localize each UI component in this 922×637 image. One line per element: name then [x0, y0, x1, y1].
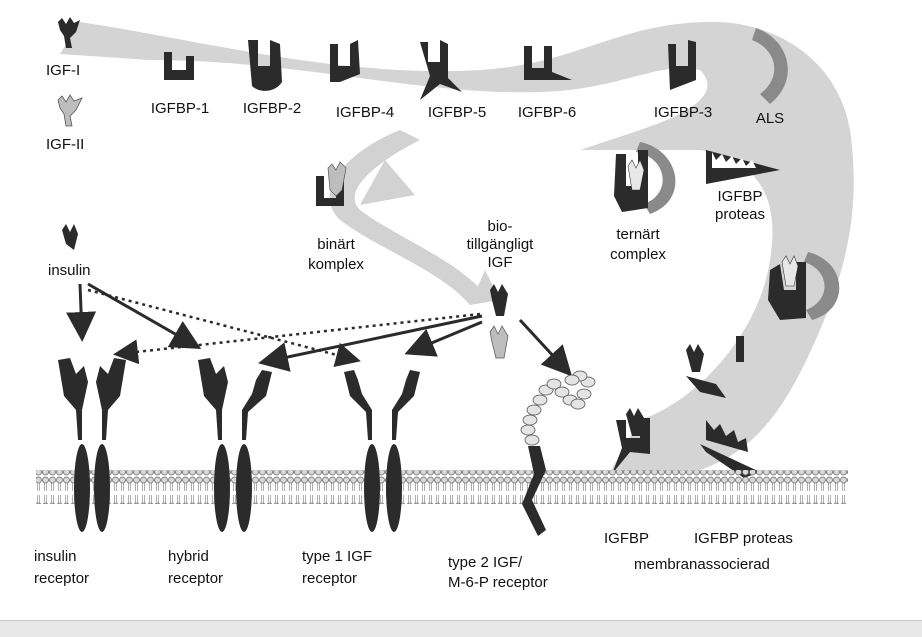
label-hybrid-receptor-2: receptor — [168, 570, 224, 587]
cell-membrane — [36, 470, 848, 504]
type2-igf-receptor-icon — [520, 370, 596, 536]
label-bioavailable-1: bio- — [487, 218, 513, 235]
label-insulin: insulin — [48, 262, 91, 279]
label-protease-1: IGFBP — [717, 188, 763, 205]
label-ternary-complex-1: ternärt — [616, 226, 660, 243]
label-igfbp2: IGFBP-2 — [242, 100, 302, 117]
label-igfbp1: IGFBP-1 — [150, 100, 210, 117]
label-igf2: IGF-II — [46, 136, 85, 153]
insulin-icon — [62, 224, 78, 250]
igfbp-protease-icon — [706, 150, 780, 184]
bioavailable-igf1-icon — [490, 284, 508, 316]
igf2-molecule-icon — [57, 94, 83, 127]
ternary-complex-icon — [614, 142, 676, 214]
igf-system-diagram — [36, 17, 854, 536]
label-hybrid-receptor-1: hybrid — [168, 548, 209, 565]
label-igfbp6: IGFBP-6 — [517, 104, 577, 121]
igfbp4-icon — [330, 40, 360, 82]
hybrid-receptor-icon — [198, 358, 272, 532]
bioavailable-igf2-icon — [489, 325, 509, 359]
diagram-canvas: IGF-I IGF-II IGFBP-1 IGFBP-2 IGFBP-4 IGF… — [34, 17, 854, 591]
insulin-receptor-icon — [58, 358, 126, 532]
weak-binding-arrows — [87, 288, 481, 368]
igfbp6-icon — [524, 46, 572, 80]
label-ternary-complex-2: complex — [610, 246, 666, 263]
membrane-protease-icon — [700, 420, 760, 478]
bottom-bar — [0, 620, 922, 637]
label-protease-2: proteas — [714, 206, 766, 223]
label-insulin-receptor-1: insulin — [34, 548, 77, 565]
binary-complex-icon — [316, 161, 347, 206]
igf1-molecule-icon — [58, 17, 80, 48]
igfbp1-icon — [164, 52, 194, 80]
label-membrane-associated: membranassocierad — [634, 556, 770, 573]
label-type2-receptor-2: M-6-P receptor — [448, 574, 548, 591]
cleaving-complex-icon — [768, 252, 840, 320]
label-igfbp5: IGFBP-5 — [427, 104, 487, 121]
label-membrane-proteas: IGFBP proteas — [694, 530, 793, 547]
binding-arrows — [66, 282, 573, 377]
igfbp-fragments-icon — [686, 336, 744, 398]
als-icon — [752, 28, 788, 104]
label-membrane-igfbp: IGFBP — [604, 530, 650, 547]
type1-igf-receptor-icon — [344, 370, 420, 532]
label-bioavailable-3: IGF — [487, 254, 513, 271]
label-igf1: IGF-I — [46, 62, 81, 79]
igfbp5-icon — [420, 40, 462, 100]
label-als: ALS — [755, 110, 785, 127]
igfbp2-icon — [248, 40, 282, 91]
label-type1-receptor-2: receptor — [302, 570, 358, 587]
membrane-igfbp-icon — [612, 408, 650, 474]
label-binary-complex-2: komplex — [308, 256, 364, 273]
label-type1-receptor-1: type 1 IGF — [302, 548, 373, 565]
label-insulin-receptor-2: receptor — [34, 570, 90, 587]
label-binary-complex-1: binärt — [317, 236, 355, 253]
igfbp3-icon — [668, 40, 696, 90]
label-type2-receptor-1: type 2 IGF/ — [448, 554, 523, 571]
label-bioavailable-2: tillgängligt — [466, 236, 534, 253]
label-igfbp3: IGFBP-3 — [653, 104, 713, 121]
label-igfbp4: IGFBP-4 — [335, 104, 395, 121]
